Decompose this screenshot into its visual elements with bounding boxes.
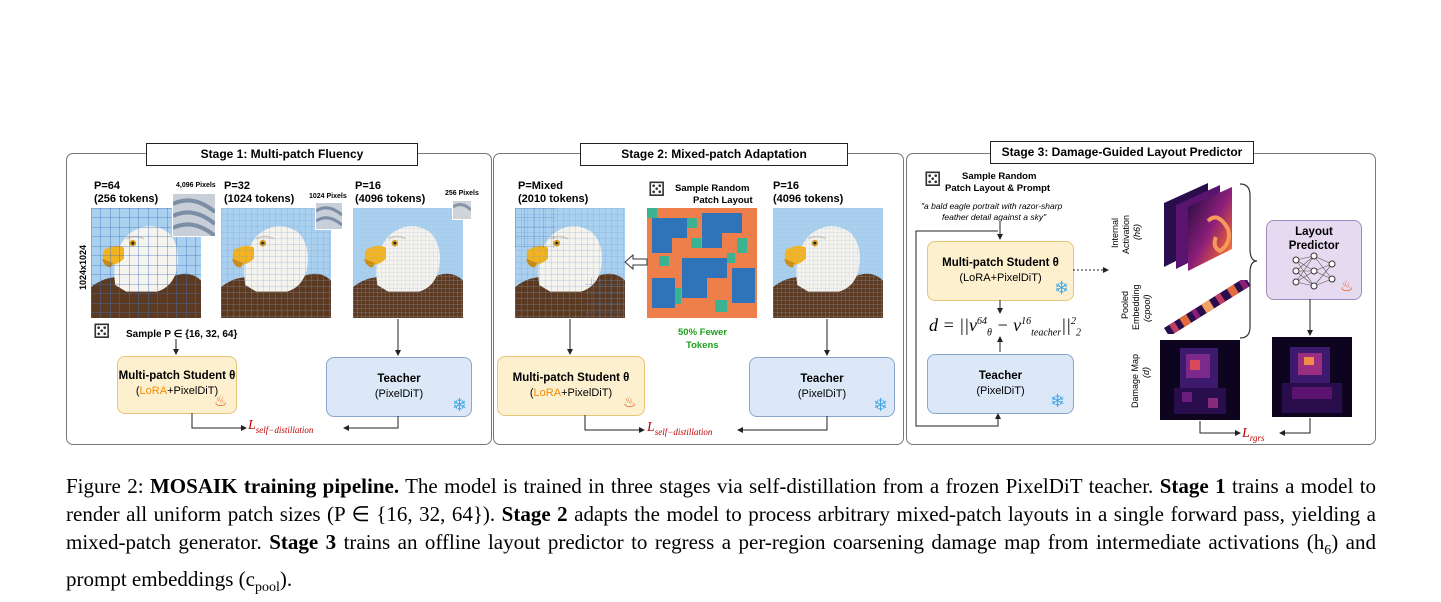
- stage1-p64-label: P=64: [94, 180, 120, 192]
- stage2-sample-label-2: Patch Layout: [693, 195, 753, 206]
- stage3-prompt-1: "a bald eagle portrait with razor-sharp: [921, 201, 1063, 211]
- stage2-title: Stage 2: Mixed-patch Adaptation: [580, 143, 848, 166]
- stage1-sample-label: Sample P ∈ {16, 32, 64}: [126, 329, 238, 340]
- stage1-resolution-label: 1024x1024: [78, 244, 88, 290]
- stage2-student-sub: (LoRA+PixelDiT): [529, 387, 613, 399]
- stage1-student-box: Multi-patch Student θ (LoRA+PixelDiT): [117, 356, 237, 414]
- caption-bold-title: MOSAIK training pipeline.: [149, 474, 400, 498]
- stage1-eagle-p32-image: [221, 208, 331, 318]
- stage3-loss: Lrgrs: [1242, 426, 1265, 443]
- stage3-teacher-title: Teacher: [978, 370, 1023, 382]
- flame-icon: ♨: [214, 393, 228, 410]
- snowflake-icon: ❄: [452, 395, 468, 415]
- caption-text-4: trains an offline layout predictor to re…: [343, 530, 1325, 554]
- stage1-student-sub: (LoRA+PixelDiT): [135, 385, 219, 397]
- stage2-p16-tokens: (4096 tokens): [773, 193, 844, 205]
- stage3-sample-1: Sample Random: [962, 171, 1037, 182]
- stage3-damage-label-1: Damage Map: [1130, 353, 1140, 408]
- stage2-p16-label: P=16: [773, 180, 799, 192]
- stage1-p16-label: P=16: [355, 180, 381, 192]
- stage1-teacher-box: Teacher (PixelDiT): [326, 357, 472, 417]
- caption-text-6: ).: [279, 567, 293, 592]
- caption-text-2: trains a model to render all uniform pat…: [66, 474, 1377, 526]
- stage2-sample-label-1: Sample Random: [675, 183, 750, 194]
- stage2-fewer-1: 50% Fewer: [678, 327, 728, 338]
- snowflake-icon: ❄: [1050, 391, 1066, 411]
- snowflake-icon: ❄: [1054, 278, 1070, 298]
- stage2-teacher-sub: (PixelDiT): [797, 388, 847, 400]
- stage1-loss: Lself−distillation: [248, 418, 314, 435]
- stage1-pixels-32: 1024 Pixels: [309, 193, 347, 200]
- damage-map-d: [1160, 340, 1240, 420]
- stage3-internal-label-1: Internal: [1110, 217, 1120, 248]
- stage2-teacher-title: Teacher: [800, 373, 844, 385]
- stage3-student-sub: (LoRA+PixelDiT): [959, 272, 1042, 284]
- dice-icon: ⚄: [924, 169, 942, 191]
- stage1-p16-tokens: (4096 tokens): [355, 193, 426, 205]
- stage1-eagle-p16-image: [353, 208, 463, 318]
- stage1-p32-tokens: (1024 tokens): [224, 193, 295, 205]
- stage1-title: Stage 1: Multi-patch Fluency: [146, 143, 418, 166]
- stage3-pooled-label-3: (cpool): [1142, 294, 1152, 322]
- stage1-teacher-sub: (PixelDiT): [374, 388, 424, 400]
- stage1-p32-label: P=32: [224, 180, 250, 192]
- stage3-pooled-label-1: Pooled: [1120, 290, 1130, 319]
- caption-sub-6: 6: [1324, 543, 1332, 559]
- stage3-internal-label-3: (h6): [1132, 223, 1142, 240]
- caption-text-5: ) and prompt embeddings (c: [66, 530, 1376, 592]
- stage3-pooled-label-2: Embedding: [1131, 284, 1141, 330]
- stage2-eagle-mixed-image: [515, 208, 625, 318]
- stage3-prompt-2: feather detail against a sky": [942, 212, 1047, 222]
- stage3-title: Stage 3: Damage-Guided Layout Predictor: [990, 141, 1254, 164]
- stage3-student-box: Multi-patch Student θ (LoRA+PixelDiT): [927, 241, 1074, 301]
- stage1-patch-zoom-64: [172, 193, 216, 237]
- stage2-student-box: Multi-patch Student θ (LoRA+PixelDiT): [497, 356, 645, 416]
- stage1-teacher-title: Teacher: [377, 373, 421, 385]
- flame-icon: ♨: [623, 394, 637, 411]
- predicted-damage-map: [1272, 337, 1352, 417]
- dice-icon: ⚄: [648, 179, 666, 201]
- stage1-patch-zoom-16: [452, 200, 472, 220]
- stage2-mixed-tokens: (2010 tokens): [518, 193, 589, 205]
- stage2-student-title: Multi-patch Student θ: [512, 372, 630, 384]
- stage3-damage-label-2: (d): [1141, 367, 1151, 378]
- stage3-damage-equation: d = ||v64θ − v16teacher||22: [929, 315, 1082, 339]
- stage1-p64-tokens: (256 tokens): [94, 193, 159, 205]
- stage2-loss: Lself−distillation: [647, 420, 713, 437]
- stage2-mixed-label: P=Mixed: [518, 180, 563, 192]
- layout-predictor-label: Layout Predictor: [1288, 226, 1340, 252]
- caption-stage3: Stage 3: [269, 530, 337, 554]
- stage2-fewer-2: Tokens: [686, 340, 719, 351]
- figure-caption: Figure 2: MOSAIK training pipeline. The …: [66, 472, 1376, 602]
- stage2-eagle-p16-image: [773, 208, 883, 318]
- stage1-pixels-64: 4,096 Pixels: [176, 182, 216, 189]
- stage1-student-title: Multi-patch Student θ: [118, 370, 236, 382]
- caption-text-1: The model is trained in three stages via…: [405, 474, 1154, 498]
- caption-text-3: adapts the model to process arbitrary mi…: [66, 502, 1376, 554]
- lora-label: LoRA: [533, 387, 562, 399]
- neural-network-icon: [1290, 252, 1338, 295]
- dice-icon: ⚄: [93, 321, 111, 343]
- caption-stage1: Stage 1: [1159, 474, 1226, 498]
- caption-sub-pool: pool: [254, 580, 280, 596]
- snowflake-icon: ❄: [873, 395, 889, 415]
- stage1-patch-zoom-32: [315, 202, 343, 230]
- pooled-embedding-bar: [1160, 277, 1251, 339]
- stage2-arrow-left: [624, 253, 648, 275]
- stage3-student-title: Multi-patch Student θ: [942, 257, 1059, 269]
- patch-layout-map: [647, 208, 757, 318]
- caption-figure-number: Figure 2:: [66, 474, 144, 498]
- caption-stage2: Stage 2: [501, 502, 568, 526]
- stage2-teacher-box: Teacher (PixelDiT): [749, 357, 895, 417]
- flame-icon: ♨: [1340, 278, 1354, 295]
- stage3-sample-2: Patch Layout & Prompt: [945, 183, 1051, 194]
- lora-label: LoRA: [139, 385, 168, 397]
- stage3-internal-label-2: Activation: [1121, 214, 1131, 254]
- stage1-pixels-16: 256 Pixels: [445, 190, 479, 197]
- grouping-brace: [1238, 183, 1258, 344]
- internal-activation-stack: [1160, 183, 1240, 278]
